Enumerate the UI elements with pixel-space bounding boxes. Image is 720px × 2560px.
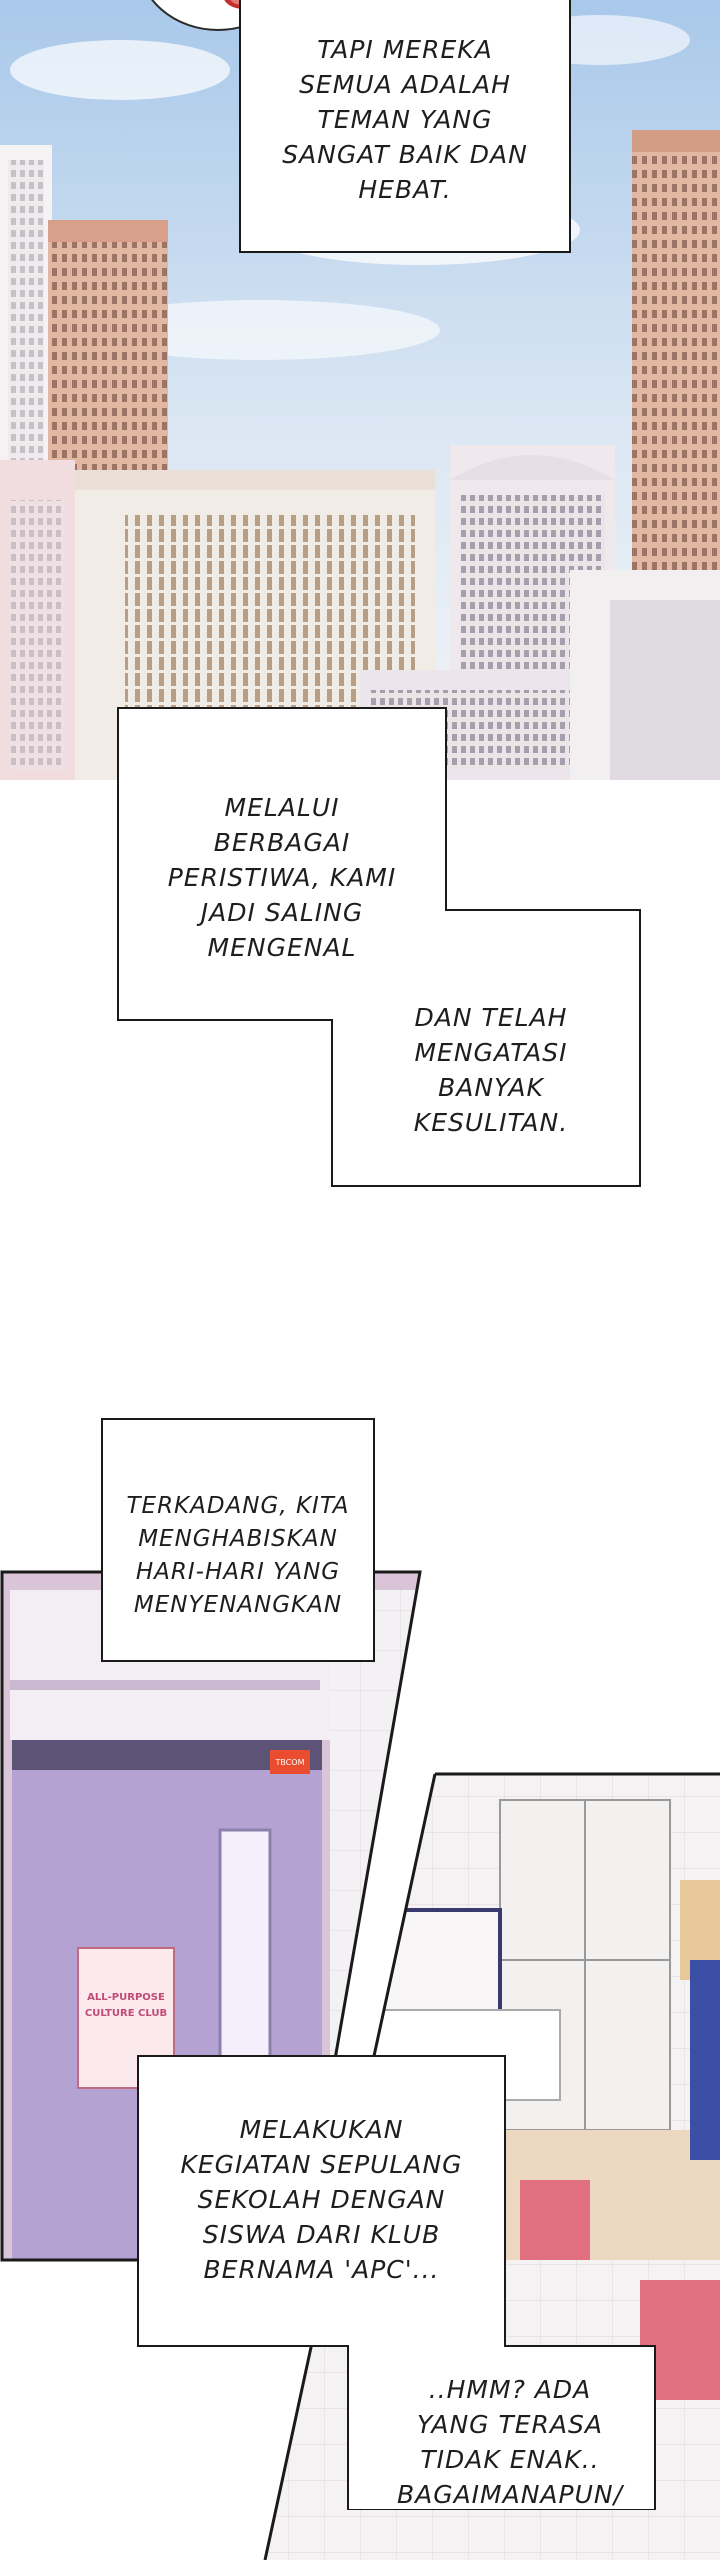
caption-line: ..HMM? ADA	[428, 2375, 592, 2404]
caption-box-1	[239, 0, 571, 253]
caption-1: TAPI MEREKA SEMUA ADALAH TEMAN YANG SANG…	[259, 32, 551, 207]
caption-line: HEBAT.	[358, 175, 452, 204]
caption-3: DAN TELAH MENGATASI BANYAK KESULITAN.	[362, 1000, 620, 1140]
caption-line: BANYAK	[438, 1073, 544, 1102]
caption-line: TAPI MEREKA	[317, 35, 493, 64]
caption-line: TIDAK ENAK..	[420, 2445, 600, 2474]
door-sign-line: ALL-PURPOSE	[87, 1992, 165, 2003]
caption-box-2	[117, 707, 641, 1187]
caption-line: MELAKUKAN	[239, 2115, 404, 2144]
caption-line: YANG TERASA	[417, 2410, 603, 2439]
caption-line: BERBAGAI	[213, 828, 351, 857]
caption-5: MELAKUKAN KEGIATAN SEPULANG SEKOLAH DENG…	[150, 2112, 493, 2287]
caption-line: BERNAMA 'APC'...	[203, 2255, 440, 2284]
caption-line: SISWA DARI KLUB	[202, 2220, 441, 2249]
caption-box-5	[137, 2055, 656, 2510]
caption-line: TERKADANG, KITA	[126, 1493, 350, 1519]
caption-line: BAGAIMANAPUN/	[396, 2480, 624, 2509]
caption-line: SEKOLAH DENGAN	[197, 2185, 446, 2214]
caption-line: MELALUI	[224, 793, 340, 822]
caption-line: MENGATASI	[414, 1038, 568, 1067]
caption-2: MELALUI BERBAGAI PERISTIWA, KAMI JADI SA…	[150, 790, 414, 965]
caption-line: MENGENAL	[207, 933, 357, 962]
caption-line: HARI-HARI YANG	[135, 1559, 341, 1585]
caption-6: ..HMM? ADA YANG TERASA TIDAK ENAK.. BAGA…	[375, 2372, 645, 2512]
door-sign: ALL-PURPOSE CULTURE CLUB	[80, 1990, 172, 2022]
caption-line: MENGHABISKAN	[138, 1526, 338, 1552]
caption-line: KESULITAN.	[413, 1108, 569, 1137]
caption-line: KEGIATAN SEPULANG	[180, 2150, 463, 2179]
caption-box-4	[101, 1418, 375, 1662]
caption-line: SANGAT BAIK DAN	[282, 140, 528, 169]
caption-line: DAN TELAH	[414, 1003, 568, 1032]
caption-line: MENYENANGKAN	[133, 1592, 343, 1618]
caption-line: TEMAN YANG	[317, 105, 493, 134]
caption-line: JADI SALING	[200, 898, 364, 927]
door-sign-line: CULTURE CLUB	[84, 2008, 168, 2019]
wall-label: TBCOM	[275, 1758, 305, 1767]
caption-4: TERKADANG, KITA MENGHABISKAN HARI-HARI Y…	[105, 1490, 371, 1622]
caption-line: PERISTIWA, KAMI	[167, 863, 397, 892]
caption-line: SEMUA ADALAH	[299, 70, 511, 99]
